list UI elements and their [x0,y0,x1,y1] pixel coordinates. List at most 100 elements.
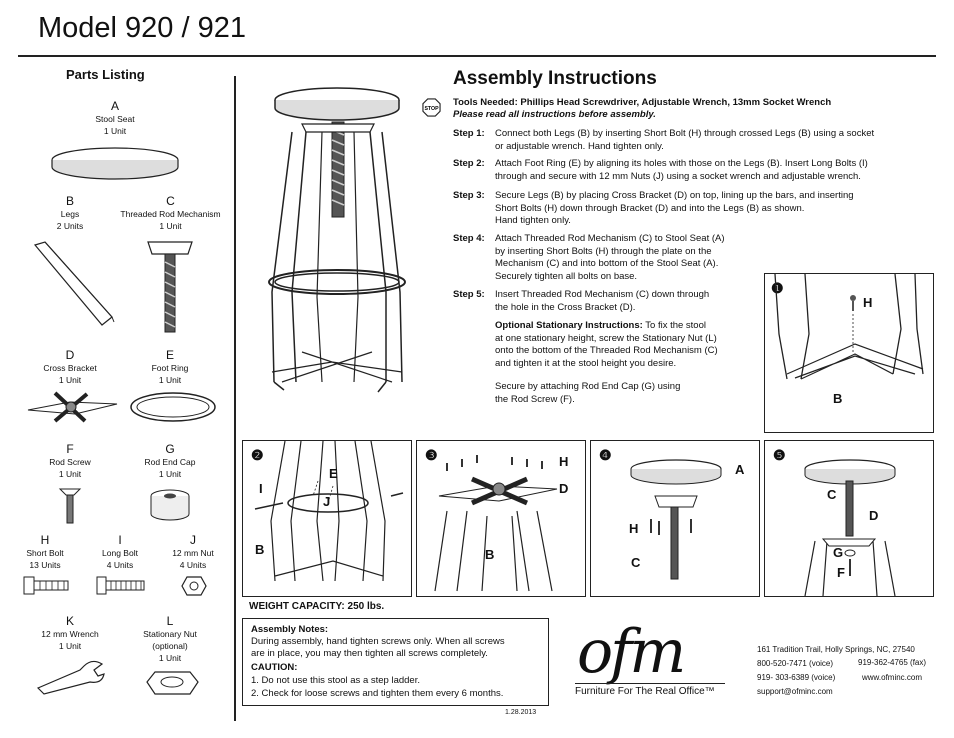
stop-label: STOP [424,106,439,112]
optional-instructions: Optional Stationary Instructions: To fix… [495,320,718,370]
part-qty: 2 Units [56,221,84,231]
panel-label: E [329,466,338,481]
part-c: C Threaded Rod Mechanism 1 Unit [118,194,223,232]
optional-line: and tighten it at the stool height you d… [495,357,677,369]
step-text: Secure Legs (B) by placing Cross Bracket… [495,190,854,226]
panel-step-2: ❷ E I J B [242,440,412,597]
panel-label: C [827,487,837,502]
revision-date: 1.28.2013 [505,709,537,716]
part-name: Long Bolt [102,548,138,558]
optional-line: onto the bottom of the Threaded Rod Mech… [495,345,718,356]
panel-label: H [863,295,873,310]
part-qty: 1 Unit [158,375,182,385]
panel-1-drawing [774,274,924,380]
part-qty: 1 Unit [159,221,182,231]
part-name: Legs [60,209,80,219]
part-letter: I [118,533,122,547]
part-name: Stationary Nut [143,629,197,639]
panel-label: B [833,391,843,406]
panel-label: H [559,454,569,469]
part-d: D Cross Bracket 1 Unit [25,348,115,386]
part-name: Stool Seat [95,114,135,124]
part-name: Cross Bracket [43,363,97,373]
part-qty: 4 Units [179,560,207,570]
part-name: Foot Ring [151,363,189,373]
panel-label: C [631,555,641,570]
panel-label: H [629,521,639,536]
phone-fax: 919-362-4765 (fax) [858,658,927,667]
panel-label: D [869,508,879,523]
step-label: Step 5: [453,289,485,300]
part-k: K 12 mm Wrench 1 Unit [25,614,115,652]
part-name: Short Bolt [26,548,64,558]
panel-label: J [323,494,331,509]
caution-line: 1. Do not use this stool as a step ladde… [251,675,420,686]
part-name: 12 mm Wrench [41,629,99,639]
tools-needed: Tools Needed: Phillips Head Screwdriver,… [453,97,831,121]
stool-assembled-illustration [268,87,406,393]
step-text: Attach Threaded Rod Mechanism (C) to Sto… [495,233,725,282]
panel-label: B [255,542,265,557]
panel-step-3: ❸ H D B [416,440,586,597]
step-text: Connect both Legs (B) by inserting Short… [495,128,875,152]
panel-3-drawing [434,455,558,592]
part-a: A Stool Seat 1 Unit [70,99,160,137]
part-name: Rod End Cap [144,457,196,467]
assembly-notes-box: Assembly Notes: During assembly, hand ti… [242,618,549,706]
part-letter: L [166,614,174,628]
tools-line: Tools Needed: Phillips Head Screwdriver,… [453,97,832,108]
part-name: Rod Screw [49,457,91,467]
page-title: Model 920 / 921 [38,12,246,44]
long-bolt-illustration [96,576,145,595]
panel-5-drawing [804,459,896,596]
part-qty: 1 Unit [58,375,82,385]
panel-number: ❸ [425,447,438,463]
part-letter: C [166,194,175,208]
wrench-illustration [36,660,105,695]
part-letter: D [65,348,75,362]
part-g: G Rod End Cap 1 Unit [125,442,215,480]
part-letter: B [65,194,74,208]
part-letter: H [40,533,50,547]
read-note: Please read all instructions before asse… [453,109,656,120]
nut-illustration [181,576,207,596]
step-text: Attach Foot Ring (E) by aligning its hol… [495,158,868,182]
panel-step-4: ❹ A H C [590,440,760,597]
part-qty: 13 Units [29,560,61,570]
title-divider [18,55,936,57]
part-h: H Short Bolt 13 Units [0,533,90,571]
assembly-heading: Assembly Instructions [453,68,657,89]
panel-label: G [833,545,844,560]
rod-screw-illustration [58,488,82,524]
support-email[interactable]: support@ofminc.com [757,687,833,696]
panel-number: ❺ [773,447,786,463]
threaded-rod-illustration [147,241,193,333]
panel-step-5: ❺ C D G F [764,440,934,597]
stationary-nut-illustration [146,671,199,695]
short-bolt-illustration [23,576,69,595]
website[interactable]: www.ofminc.com [862,673,923,682]
step-text: Insert Threaded Rod Mechanism (C) down t… [495,289,710,313]
panel-number: ❹ [599,447,612,463]
part-letter: G [165,442,175,456]
part-qty: 1 Unit [58,469,82,479]
part-e: E Foot Ring 1 Unit [125,348,215,386]
optional-line: To fix the stool [642,320,706,331]
panel-label: D [559,481,569,496]
stool-seat-illustration [51,147,179,180]
part-letter: F [66,442,74,456]
part-letter: E [165,348,174,362]
column-divider [234,76,236,721]
panel-number: ❷ [251,447,264,463]
part-name: Threaded Rod Mechanism [120,209,221,219]
part-qty: 1 Unit [58,641,82,651]
panel-step-1: ❶ H B [764,273,934,433]
rod-end-cap-illustration [150,489,190,521]
caution-heading: CAUTION: [251,662,298,673]
panel-4-drawing [630,459,722,580]
part-note: (optional) [152,641,188,651]
step-label: Step 3: [453,190,485,201]
part-qty: 1 Unit [103,126,127,136]
legs-illustration [33,241,115,326]
secure-instructions: Secure by attaching Rod End Cap (G) usin… [495,381,680,406]
